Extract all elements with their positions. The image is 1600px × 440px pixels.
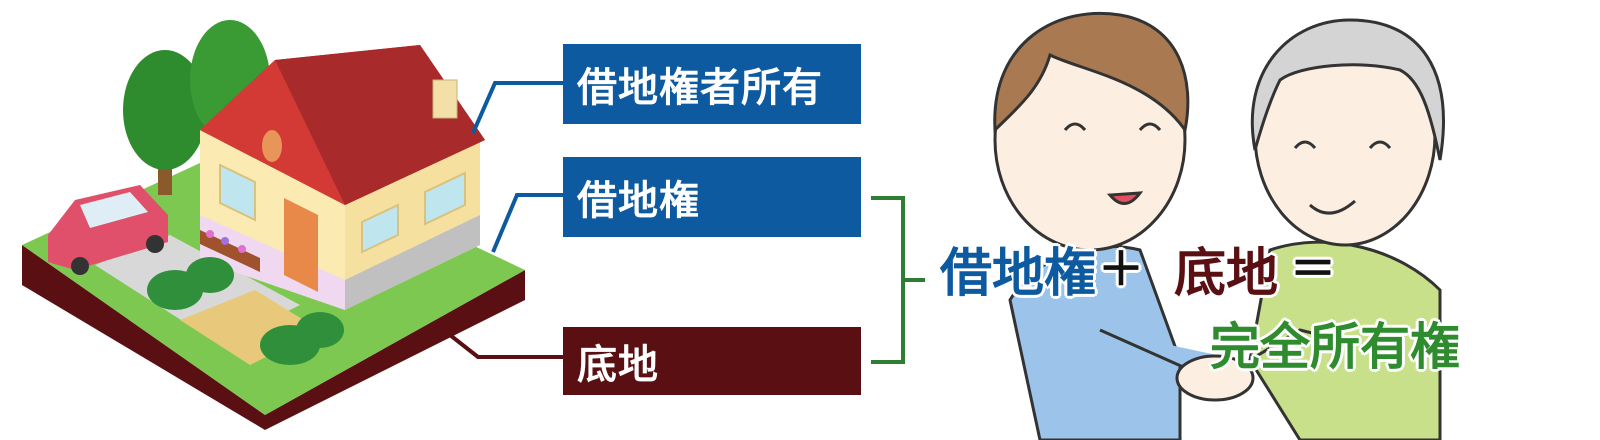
label-leasehold-text: 借地権 [577, 178, 700, 224]
label-land-text: 底地 [577, 342, 659, 388]
label-land-box: 底地 [563, 327, 861, 395]
house-plot-illustration [22, 20, 525, 430]
car-icon [48, 185, 168, 275]
equation-plus: ＋ [1098, 242, 1144, 296]
handshake-people-illustration [993, 11, 1445, 440]
equation-leasehold: 借地権 [940, 244, 1097, 304]
equation-equals: ＝ [1290, 242, 1336, 296]
label-leasehold-box: 借地権 [563, 157, 861, 237]
connector-lines [448, 81, 563, 359]
label-owner-box: 借地権者所有 [563, 44, 861, 124]
equation-land: 底地 [1174, 244, 1279, 304]
equation-result: 完全所有権 [1210, 318, 1460, 376]
label-owner-text: 借地権者所有 [577, 65, 823, 111]
bracket [871, 196, 905, 364]
